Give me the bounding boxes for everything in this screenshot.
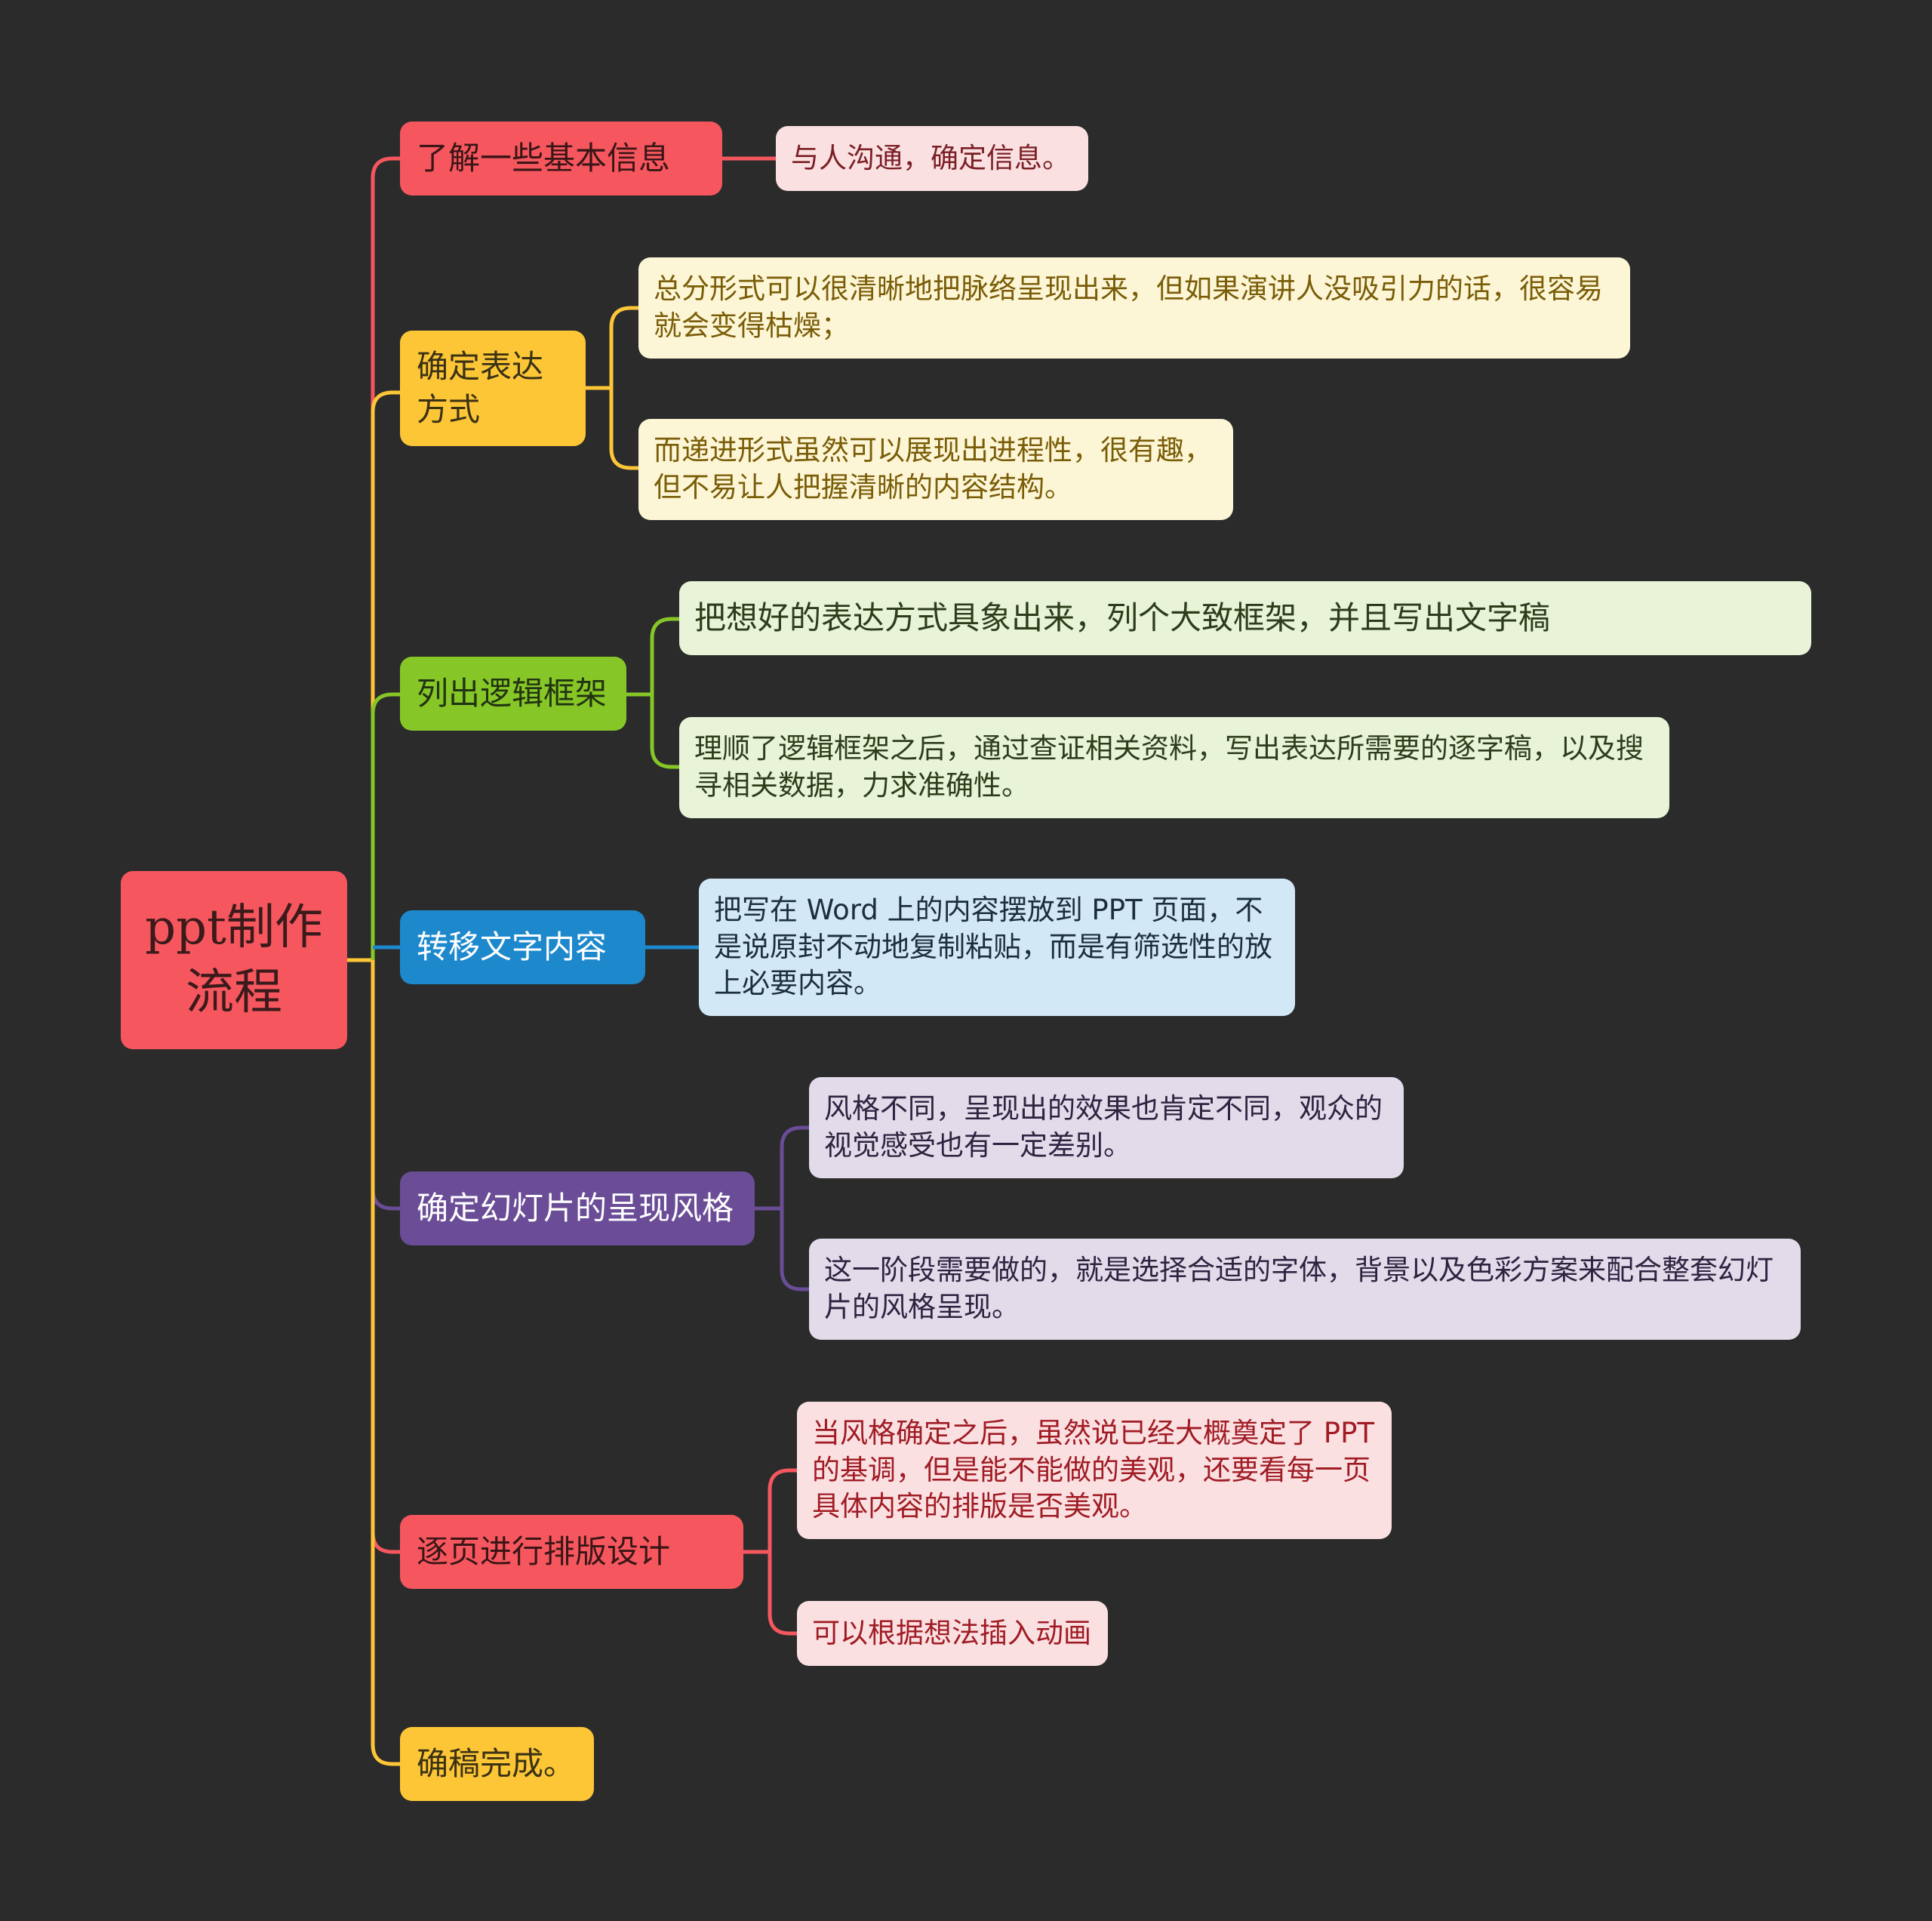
spine-purple [371, 960, 401, 1211]
branch-label: 逐页进行排版设计 [417, 1532, 671, 1570]
branch-label: 了解一些基本信息 [417, 139, 671, 177]
leaf-slide-style-1[interactable]: 风格不同，呈现出的效果也肯定不同，观众的视觉感受也有一定差别。 [809, 1077, 1404, 1178]
leaf-text: 理顺了逻辑框架之后，通过查证相关资料，写出表达所需要的逐字稿，以及搜寻相关数据，… [694, 732, 1644, 802]
branch-expression[interactable]: 确定表达方式 [400, 331, 586, 446]
leaf-text: 把想好的表达方式具象出来，列个大致框架，并且写出文字稿 [694, 599, 1551, 637]
leaf-text: 这一阶段需要做的，就是选择合适的字体，背景以及色彩方案来配合整套幻灯片的风格呈现… [824, 1254, 1774, 1323]
branch-layout-design[interactable]: 逐页进行排版设计 [400, 1515, 743, 1589]
spine-red-bottom [371, 960, 401, 1554]
leaf-text: 与人沟通，确定信息。 [791, 141, 1070, 174]
branch-label: 确定表达方式 [417, 347, 544, 428]
branch-finalize[interactable]: 确稿完成。 [400, 1727, 594, 1801]
leaf-layout-design-1[interactable]: 当风格确定之后，虽然说已经大概奠定了 PPT 的基调，但是能不能做的美观，还要看… [797, 1402, 1392, 1539]
leaf-slide-style-2[interactable]: 这一阶段需要做的，就是选择合适的字体，背景以及色彩方案来配合整套幻灯片的风格呈现… [809, 1239, 1801, 1340]
leaf-text: 把写在 Word 上的内容摆放到 PPT 页面，不是说原封不动地复制粘贴，而是有… [714, 893, 1272, 1000]
leaf-text: 而递进形式虽然可以展现出进程性，很有趣，但不易让人把握清晰的内容结构。 [654, 434, 1212, 503]
root-node[interactable]: ppt制作流程 [121, 871, 347, 1049]
branch-label: 列出逻辑框架 [417, 674, 608, 712]
leaf-layout-design-2[interactable]: 可以根据想法插入动画 [797, 1601, 1108, 1666]
leaf-logic-frame-1[interactable]: 把想好的表达方式具象出来，列个大致框架，并且写出文字稿 [679, 581, 1811, 655]
leaf-expression-1[interactable]: 总分形式可以很清晰地把脉络呈现出来，但如果演讲人没吸引力的话，很容易就会变得枯燥… [638, 257, 1630, 359]
spine-green [371, 692, 401, 960]
branch-label: 确定幻灯片的呈现风格 [417, 1189, 734, 1227]
branch-label: 转移文字内容 [417, 928, 608, 965]
branch-basic-info[interactable]: 了解一些基本信息 [400, 122, 722, 195]
branch-label: 确稿完成。 [417, 1744, 576, 1782]
root-label: ppt制作流程 [145, 899, 323, 1021]
branch-logic-frame[interactable]: 列出逻辑框架 [400, 657, 626, 731]
spine-yellow [371, 390, 401, 960]
leaf-transfer-text[interactable]: 把写在 Word 上的内容摆放到 PPT 页面，不是说原封不动地复制粘贴，而是有… [699, 879, 1295, 1016]
leaf-text: 当风格确定之后，虽然说已经大概奠定了 PPT 的基调，但是能不能做的美观，还要看… [812, 1416, 1374, 1523]
leaf-text: 总分形式可以很清晰地把脉络呈现出来，但如果演讲人没吸引力的话，很容易就会变得枯燥… [654, 272, 1603, 342]
leaf-basic-info[interactable]: 与人沟通，确定信息。 [776, 126, 1088, 191]
leaf-expression-2[interactable]: 而递进形式虽然可以展现出进程性，很有趣，但不易让人把握清晰的内容结构。 [638, 419, 1233, 520]
branch-slide-style[interactable]: 确定幻灯片的呈现风格 [400, 1171, 755, 1245]
branch-transfer-text[interactable]: 转移文字内容 [400, 910, 645, 984]
spine-yellow-bottom [371, 960, 401, 1766]
leaf-logic-frame-2[interactable]: 理顺了逻辑框架之后，通过查证相关资料，写出表达所需要的逐字稿，以及搜寻相关数据，… [679, 717, 1669, 818]
spine-red-top [371, 156, 401, 960]
leaf-text: 风格不同，呈现出的效果也肯定不同，观众的视觉感受也有一定差别。 [824, 1092, 1383, 1162]
leaf-text: 可以根据想法插入动画 [812, 1616, 1091, 1649]
